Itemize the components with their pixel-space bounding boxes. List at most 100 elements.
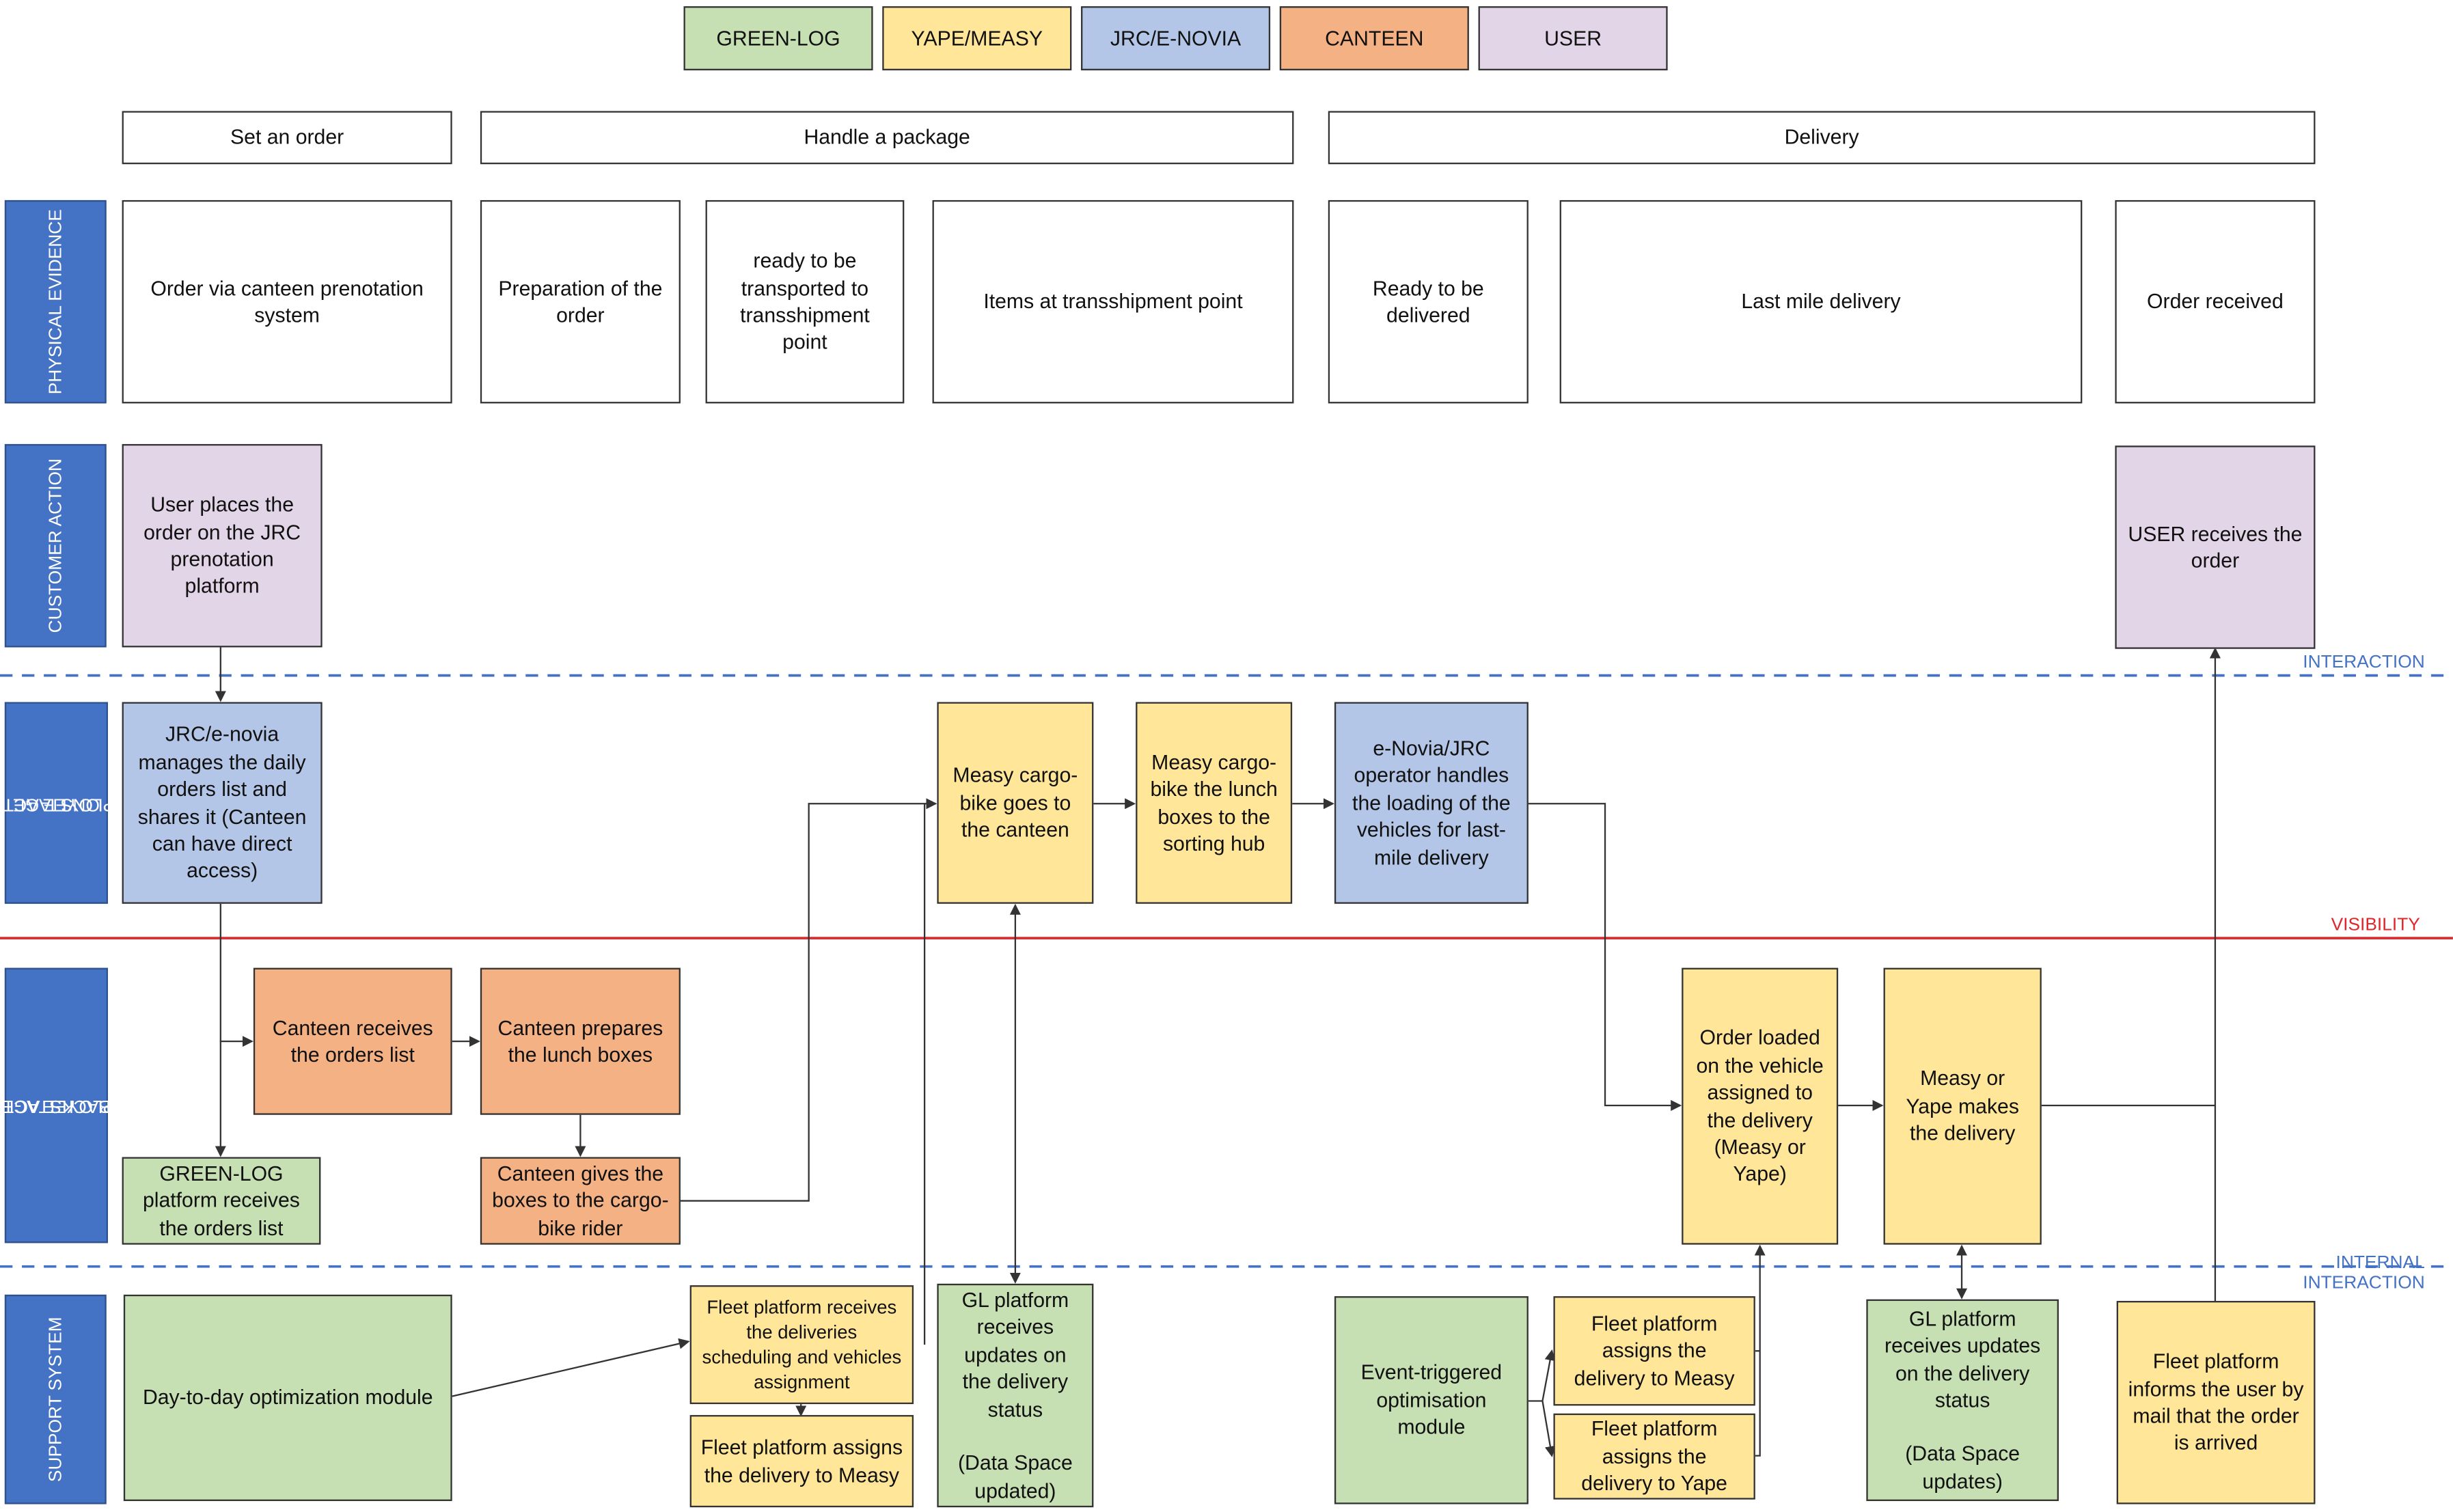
support-day-to-day-module: Day-to-day optimization module: [123, 1294, 452, 1501]
backstage-order-loaded-text: Order loaded on the vehicle assigned to …: [1696, 1026, 1824, 1186]
support-fleet-receives-text: Fleet platform receives the deliveries s…: [702, 1296, 902, 1394]
pe-order-via-canteen-text: Order via canteen prenotation system: [150, 276, 424, 327]
phase-delivery-label: Delivery: [1784, 125, 1859, 150]
onstage-measy-lunch-boxes-text: Measy cargo-bike the lunch boxes to the …: [1150, 750, 1278, 855]
internal-interaction-line2: INTERACTION: [2303, 1274, 2425, 1293]
legend-jrc-enovia: JRC/E-NOVIA: [1081, 6, 1271, 70]
support-fleet-assigns-measy-2-text: Fleet platform assigns the delivery to M…: [1574, 1311, 1735, 1390]
pe-ready-delivered: Ready to be delivered: [1328, 200, 1529, 404]
pe-ready-transport-text: ready to be transported to transshipment…: [740, 249, 870, 355]
support-fleet-assigns-yape: Fleet platform assigns the delivery to Y…: [1553, 1413, 1755, 1500]
support-gl-platform-2-line2: (Data Space updates): [1905, 1442, 2020, 1494]
arrow-o4-b5: [1526, 803, 1682, 1111]
legend-user: USER: [1478, 6, 1668, 70]
arrow-s5-s7: [1541, 1401, 1556, 1457]
interaction-label-text: INTERACTION: [2303, 653, 2425, 673]
pe-preparation-text: Preparation of the order: [498, 276, 663, 327]
support-fleet-assigns-measy-2: Fleet platform assigns the delivery to M…: [1553, 1296, 1755, 1406]
backstage-order-loaded: Order loaded on the vehicle assigned to …: [1682, 967, 1839, 1245]
arrow-s5-s6: [1528, 1349, 1556, 1402]
phase-handle-package: Handle a package: [480, 111, 1294, 165]
pe-last-mile: Last mile delivery: [1559, 200, 2083, 404]
arrow-s7-b5: [1754, 1244, 1766, 1457]
onstage-jrc-manages-text: JRC/e-novia manages the daily orders lis…: [137, 722, 307, 883]
customer-places-order: User places the order on the JRC prenota…: [122, 443, 323, 648]
support-gl-platform-2-text: GL platform receives updates on the deli…: [1877, 1305, 2048, 1495]
arrow-b4-o2: [679, 798, 937, 1202]
backstage-canteen-receives: Canteen receives the orders list: [253, 967, 452, 1115]
lane-support-system: SUPPORT SYSTEM: [4, 1294, 107, 1504]
support-event-triggered-module-text: Event-triggered optimisation module: [1360, 1360, 1503, 1439]
backstage-canteen-prepares: Canteen prepares the lunch boxes: [480, 967, 681, 1115]
visibility-label: VISIBILITY: [2253, 916, 2420, 937]
backstage-measy-yape-delivery-text: Measy or Yape makes the delivery: [1906, 1067, 2019, 1145]
phase-delivery: Delivery: [1328, 111, 2316, 165]
backstage-canteen-receives-text: Canteen receives the orders list: [272, 1015, 433, 1067]
pe-order-received: Order received: [2115, 200, 2316, 404]
lane-physical-evidence: PHYSICAL EVIDENCE: [4, 200, 107, 404]
onstage-jrc-manages: JRC/e-novia manages the daily orders lis…: [122, 702, 323, 904]
onstage-measy-goes: Measy cargo-bike goes to the canteen: [937, 702, 1094, 904]
legend-canteen: CANTEEN: [1279, 6, 1469, 70]
lane-onstage-line2: EMPLOYEE ACTION: [0, 793, 142, 812]
phase-handle-package-label: Handle a package: [804, 125, 970, 150]
backstage-greenlog-receives-text: GREEN-LOG platform receives the orders l…: [142, 1162, 300, 1240]
legend-jrc-enovia-label: JRC/E-NOVIA: [1110, 26, 1242, 50]
arrow-s1-s2: [452, 1338, 690, 1397]
pe-last-mile-text: Last mile delivery: [1741, 290, 1901, 314]
support-fleet-informs-user: Fleet platform informs the user by mail …: [2116, 1301, 2316, 1504]
legend-green-log-label: GREEN-LOG: [716, 26, 840, 50]
lane-physical-evidence-label: PHYSICAL EVIDENCE: [46, 209, 66, 395]
pe-items-transshipment-text: Items at transshipment point: [983, 290, 1243, 314]
visibility-label-text: VISIBILITY: [2331, 916, 2420, 935]
lane-customer-action: CUSTOMER ACTION: [4, 443, 107, 648]
onstage-measy-goes-text: Measy cargo-bike goes to the canteen: [953, 763, 1078, 842]
customer-places-order-text: User places the order on the JRC prenota…: [143, 493, 301, 599]
support-fleet-receives: Fleet platform receives the deliveries s…: [689, 1285, 914, 1405]
pe-ready-delivered-text: Ready to be delivered: [1372, 276, 1484, 327]
lane-support-system-label: SUPPORT SYSTEM: [46, 1317, 66, 1483]
lane-backstage-line2: EMPLOYEE ACTION: [0, 1096, 142, 1115]
legend-yape-measy-label: YAPE/MEASY: [911, 26, 1043, 50]
support-fleet-assigns-measy-1: Fleet platform assigns the delivery to M…: [689, 1415, 914, 1508]
support-gl-platform-2-line1: GL platform receives updates on the deli…: [1885, 1306, 2041, 1412]
pe-order-via-canteen: Order via canteen prenotation system: [122, 200, 452, 404]
support-gl-platform-1-line1: GL platform receives updates on the deli…: [961, 1288, 1069, 1421]
support-gl-platform-1-line2: (Data Space updated): [957, 1451, 1073, 1502]
customer-receives-order-text: USER receives the order: [2128, 521, 2303, 573]
customer-receives-order: USER receives the order: [2115, 445, 2316, 649]
pe-ready-transport: ready to be transported to transshipment…: [705, 200, 905, 404]
support-fleet-assigns-yape-text: Fleet platform assigns the delivery to Y…: [1581, 1417, 1728, 1496]
support-fleet-informs-user-text: Fleet platform informs the user by mail …: [2128, 1349, 2304, 1455]
legend-yape-measy: YAPE/MEASY: [882, 6, 1072, 70]
phase-set-order: Set an order: [122, 111, 452, 165]
legend-user-label: USER: [1544, 26, 1602, 50]
backstage-canteen-gives: Canteen gives the boxes to the cargo-bik…: [480, 1157, 681, 1245]
phase-set-order-label: Set an order: [230, 125, 344, 150]
support-day-to-day-module-text: Day-to-day optimization module: [142, 1386, 433, 1410]
arrow-o1-b1: [219, 903, 253, 1047]
backstage-canteen-prepares-text: Canteen prepares the lunch boxes: [497, 1015, 663, 1067]
legend-green-log: GREEN-LOG: [683, 6, 873, 70]
support-gl-platform-1: GL platform receives updates on the deli…: [937, 1283, 1094, 1508]
pe-preparation: Preparation of the order: [480, 200, 681, 404]
pe-items-transshipment: Items at transshipment point: [932, 200, 1294, 404]
support-fleet-assigns-measy-1-text: Fleet platform assigns the delivery to M…: [700, 1435, 903, 1487]
pe-order-received-text: Order received: [2147, 290, 2284, 314]
support-gl-platform-1-text: GL platform receives updates on the deli…: [948, 1287, 1082, 1504]
legend-canteen-label: CANTEEN: [1325, 26, 1424, 50]
support-event-triggered-module: Event-triggered optimisation module: [1334, 1296, 1529, 1504]
interaction-label: INTERACTION: [2253, 653, 2425, 674]
backstage-measy-yape-delivery: Measy or Yape makes the delivery: [1883, 967, 2042, 1245]
lane-customer-action-label: CUSTOMER ACTION: [46, 458, 66, 633]
internal-interaction-line1: INTERNAL: [2335, 1254, 2425, 1273]
onstage-measy-lunch-boxes: Measy cargo-bike the lunch boxes to the …: [1136, 702, 1293, 904]
backstage-canteen-gives-text: Canteen gives the boxes to the cargo-bik…: [492, 1162, 669, 1240]
onstage-enovia-loading-text: e-Novia/JRC operator handles the loading…: [1352, 736, 1511, 869]
support-gl-platform-2: GL platform receives updates on the deli…: [1866, 1299, 2059, 1501]
